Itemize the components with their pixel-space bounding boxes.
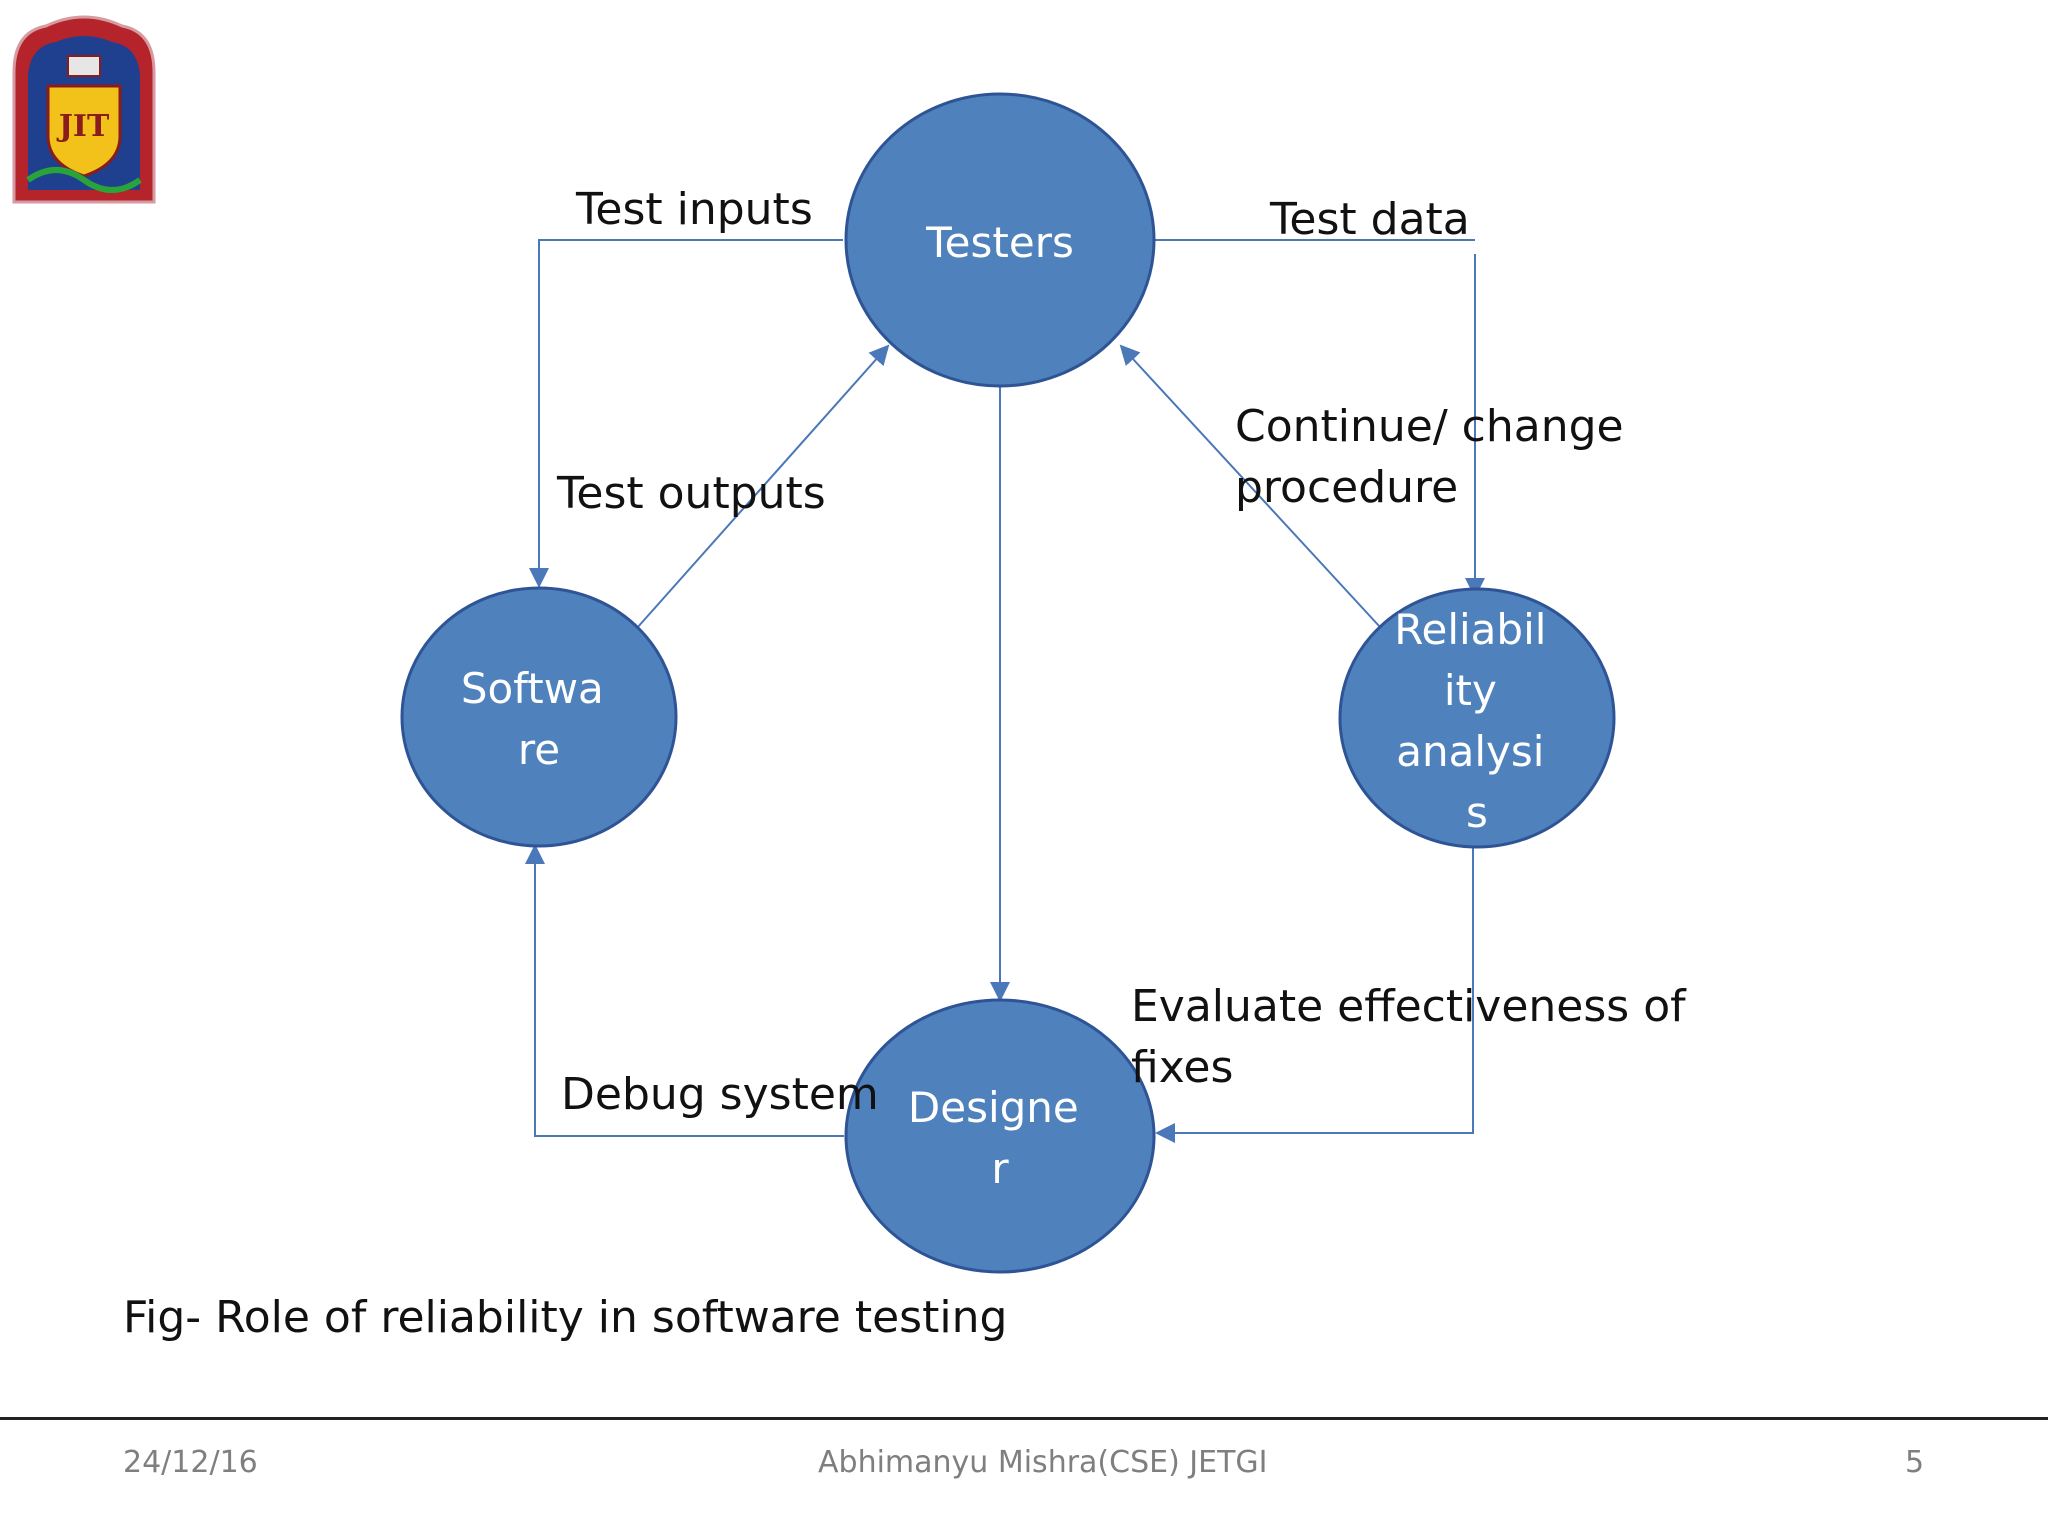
edge-continue-change: [1119, 344, 1381, 628]
footer-date: 24/12/16: [123, 1445, 258, 1480]
node-reliability: [1338, 587, 1616, 849]
edge-label-continue-change: Continue/ change procedure: [1235, 401, 1638, 513]
crest-text: JIT: [56, 109, 110, 144]
edge-label-test-inputs: Test inputs: [575, 184, 813, 235]
node-label-reliability-line-3: analysi: [1396, 727, 1544, 776]
diagram-nodes: [400, 92, 1616, 1274]
edge-labels: Test inputs Test data Test outputs Conti…: [556, 184, 1700, 1120]
crest-book: [67, 55, 101, 77]
node-software: [400, 586, 678, 848]
edge-test-outputs: [636, 344, 890, 629]
edge-debug: [525, 844, 844, 1137]
edge-label-test-outputs: Test outputs: [556, 468, 826, 519]
node-label-testers: Testers: [925, 218, 1074, 267]
edge-test-inputs: [529, 239, 843, 588]
node-label-software: Softwa re: [461, 664, 617, 774]
node-label-designer: Designe r: [908, 1083, 1092, 1193]
institute-crest-icon: JIT: [12, 15, 156, 204]
footer-page-number: 5: [1905, 1445, 1925, 1480]
node-label-reliability-line-4: s: [1466, 788, 1488, 837]
node-label-reliability-line-1: Reliabil: [1394, 605, 1546, 654]
edge-label-debug: Debug system: [561, 1069, 879, 1120]
node-label-designer-line-1: Designe: [908, 1083, 1079, 1132]
edge-label-evaluate-line-2: fixes: [1131, 1042, 1233, 1093]
node-label-reliability-line-2: ity: [1444, 666, 1497, 715]
node-designer: [844, 998, 1156, 1274]
edge-label-continue-change-line-2: procedure: [1235, 462, 1458, 513]
edge-label-evaluate-line-1: Evaluate effectiveness of: [1131, 981, 1687, 1032]
node-label-reliability: Reliabil ity analysi s: [1394, 605, 1560, 837]
node-label-designer-line-2: r: [991, 1144, 1009, 1193]
node-labels: Testers Softwa re Reliabil ity analysi s…: [461, 218, 1560, 1193]
crest-shield: [46, 84, 122, 178]
edge-label-test-data-line-1: Test data: [1269, 194, 1470, 245]
node-label-software-line-1: Softwa: [461, 664, 604, 713]
node-label-software-line-2: re: [518, 725, 560, 774]
edge-label-debug-line-1: Debug system: [561, 1069, 879, 1120]
diagram-edges: [525, 239, 1485, 1143]
edge-label-test-outputs-line-1: Test outputs: [556, 468, 826, 519]
figure-caption: Fig- Role of reliability in software tes…: [123, 1292, 1008, 1343]
edge-label-test-inputs-line-1: Test inputs: [575, 184, 813, 235]
edge-label-continue-change-line-1: Continue/ change: [1235, 401, 1624, 452]
footer-author: Abhimanyu Mishra(CSE) JETGI: [818, 1445, 1268, 1480]
edge-label-evaluate: Evaluate effectiveness of fixes: [1131, 981, 1700, 1093]
edge-label-test-data: Test data: [1269, 194, 1470, 245]
node-testers: [844, 92, 1156, 388]
footer-divider: [0, 1417, 2048, 1420]
edge-evaluate: [1155, 848, 1474, 1143]
crest-wave: [26, 167, 142, 193]
node-label-testers-line-1: Testers: [925, 218, 1074, 267]
